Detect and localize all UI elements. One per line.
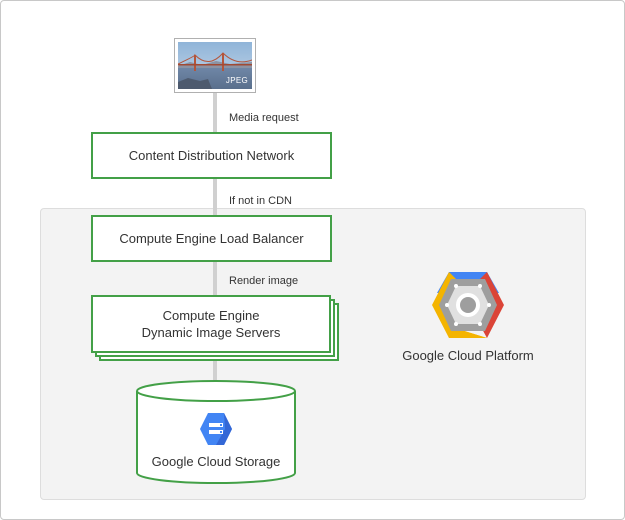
image-servers-node-line1: Compute Engine <box>162 308 260 323</box>
edge-label-not-in-cdn: If not in CDN <box>229 195 292 207</box>
edge-label-render-image: Render image <box>229 275 299 287</box>
storage-node-label: Google Cloud Storage <box>151 454 281 469</box>
edge-label-media-request: Media request <box>229 112 299 124</box>
cloud-storage-icon <box>200 413 232 445</box>
cdn-node: Content Distribution Network <box>91 132 332 179</box>
platform-label: Google Cloud Platform <box>402 348 534 363</box>
connector-load-balancer-to-servers <box>213 262 217 295</box>
photo-thumbnail-icon: JPEG <box>175 39 255 92</box>
jpeg-tag: JPEG <box>225 76 248 85</box>
connector-photo-to-cdn <box>213 92 217 132</box>
connector-servers-to-storage <box>213 358 217 384</box>
image-servers-node: Compute Engine Dynamic Image Servers <box>91 295 331 353</box>
image-servers-node-line2: Dynamic Image Servers <box>141 325 281 340</box>
cdn-node-label: Content Distribution Network <box>128 148 295 163</box>
google-cloud-platform-logo-icon <box>432 272 504 338</box>
load-balancer-node: Compute Engine Load Balancer <box>91 215 332 262</box>
connector-cdn-to-load-balancer <box>213 179 217 215</box>
load-balancer-node-label: Compute Engine Load Balancer <box>119 231 304 246</box>
